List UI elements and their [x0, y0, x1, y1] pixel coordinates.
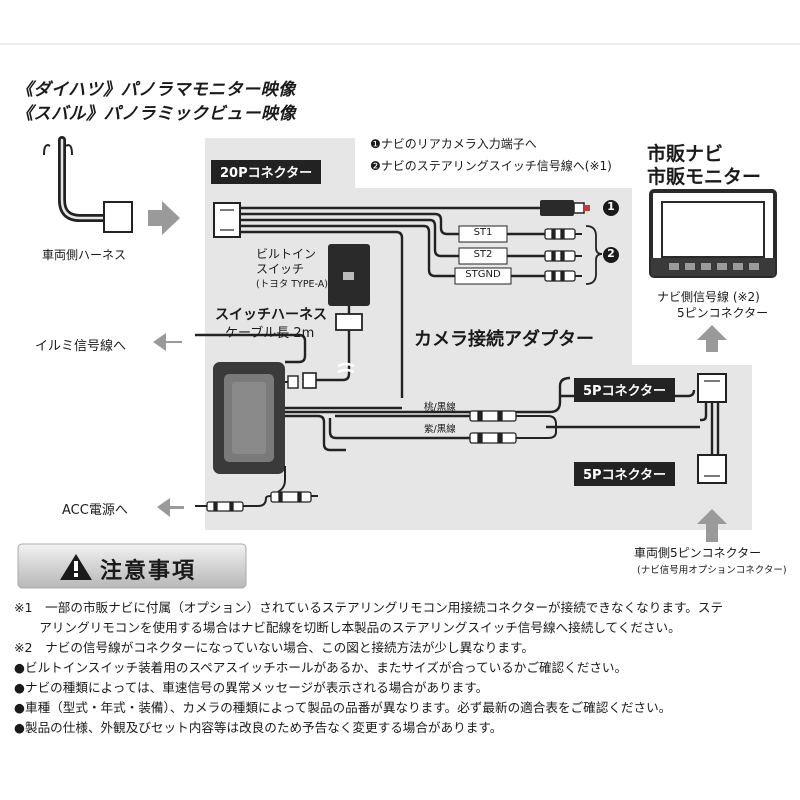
nav-signal-arrow	[697, 325, 727, 352]
illumi-arrow	[153, 333, 182, 351]
connector-5p-bottom	[697, 454, 727, 484]
caution-banner	[17, 543, 247, 589]
vehicle-5pin-arrow	[697, 509, 727, 542]
builtin-switch-line2: スイッチ	[256, 262, 305, 276]
5p-link-wires	[700, 402, 720, 455]
nav-signal-line1: ナビ側信号線 (※2)	[657, 290, 760, 304]
switch-harness-wire	[316, 330, 351, 382]
adapter-panel-bg	[205, 138, 752, 530]
badge-1	[603, 200, 619, 216]
header-daihatsu: 《ダイハツ》パノラマモニター映像	[16, 80, 296, 100]
st1-label-box	[458, 225, 508, 243]
vehicle-5pin-sub: (ナビ信号用オプションコネクター)	[637, 565, 787, 576]
arrow-right	[148, 201, 180, 235]
acc-arrow	[157, 498, 184, 517]
connector-5p-bottom-tag: 5Pコネクター	[574, 462, 676, 486]
harness-wire-ends	[43, 144, 73, 156]
vehicle-harness-cable	[58, 136, 112, 222]
st2-label-box	[458, 247, 508, 265]
connector-20p	[213, 202, 241, 238]
note-line: ●車種（型式・年式・装備）、カメラの種類によって製品の品番が異なります。必ず最新…	[14, 700, 672, 715]
st1-label: ST1	[473, 227, 493, 238]
note-line: アリングリモコンを使用する場合はナビ配線を切断し本製品のステアリングスイッチ信号…	[14, 620, 681, 635]
connector-5p-top	[697, 373, 727, 403]
badge-1-text: 1	[607, 200, 615, 213]
note-line: ●ビルトインスイッチ装着用のスペアスイッチホールがあるか、またサイズが合っている…	[14, 660, 628, 675]
st-brace	[585, 225, 603, 285]
vehicle-harness-connector	[103, 201, 133, 233]
st-terminals	[544, 228, 576, 282]
wire-peach-label: 桃/黒線	[424, 402, 456, 413]
adapter-output-wires	[285, 376, 571, 452]
legend-item-2: ❷ナビのステアリングスイッチ信号線へ(※1)	[370, 159, 612, 173]
note-line: ※1 一部の市販ナビに付属（オプション）されているステアリングリモコン用接続コネ…	[14, 600, 724, 615]
caution-title: 注意事項	[100, 559, 197, 584]
switch-harness-length: ケーブル長 2m	[225, 326, 315, 341]
connector-20p-tag: 20Pコネクター	[211, 160, 322, 184]
note-line: ※2 ナビの信号線がコネクターになっていない場合、この図と接続方法が少し異なりま…	[14, 640, 534, 655]
vehicle-harness-label: 車両側ハーネス	[42, 248, 127, 262]
wire-joints	[469, 410, 517, 444]
switch-harness-connector	[335, 313, 363, 331]
nav-signal-label: ナビ側信号線 (※2) 5ピンコネクター	[657, 289, 768, 321]
camera-adapter-label: カメラ接続アダプター	[414, 329, 594, 350]
builtin-switch-label: ビルトイン スイッチ (トヨタ TYPE-A)	[256, 247, 328, 292]
notes-list: ※1 一部の市販ナビに付属（オプション）されているステアリングリモコン用接続コネ…	[14, 598, 723, 738]
header-subaru: 《スバル》パノラミックビュー映像	[16, 104, 296, 124]
note-line: ●ナビの種類によっては、車速信号の異常メッセージが表示される場合があります。	[14, 680, 489, 695]
badge-2	[603, 247, 619, 263]
illumi-label: イルミ信号線へ	[35, 339, 127, 354]
switch-harness-title: スイッチハーネス	[215, 307, 327, 323]
note-line: ●製品の仕様、外観及びセット内容等は改良のため予告なく変更する場合があります。	[14, 720, 503, 735]
acc-label: ACC電源へ	[62, 503, 128, 518]
wires-from-20p	[240, 206, 545, 398]
vehicle-5pin-label: 車両側5ピンコネクター	[634, 546, 762, 560]
legend-item-1: ❶ナビのリアカメラ入力端子へ	[370, 137, 537, 151]
nav-signal-line2: 5ピンコネクター	[677, 306, 769, 320]
builtin-switch-line3: (トヨタ TYPE-A)	[256, 279, 328, 290]
adapter-switch-connector	[302, 372, 317, 389]
monitor-title-1: 市販ナビ	[647, 143, 724, 165]
rca-plug	[540, 200, 590, 216]
wire-purple-label: 紫/黒線	[424, 424, 456, 435]
stgnd-label-box	[454, 267, 512, 285]
stgnd-label: STGND	[465, 269, 501, 280]
monitor	[649, 189, 777, 278]
monitor-title-2: 市販モニター	[647, 166, 762, 188]
st2-label: ST2	[473, 249, 493, 260]
builtin-switch-line1: ビルトイン	[256, 247, 317, 261]
badge-2-text: 2	[607, 247, 615, 260]
connector-5p-top-tag: 5Pコネクター	[574, 378, 676, 402]
illumi-wire	[195, 333, 307, 364]
